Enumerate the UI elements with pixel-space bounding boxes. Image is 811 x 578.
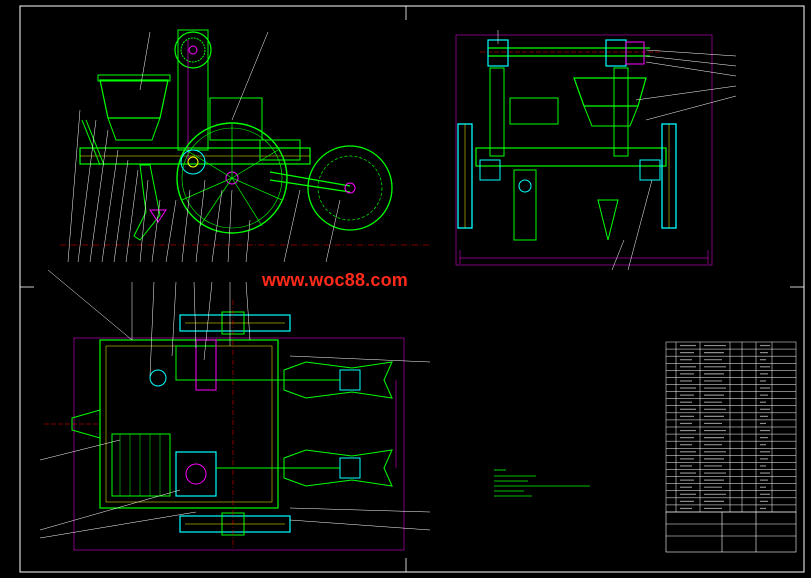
sheet-border [19,5,805,573]
top-view [44,300,405,551]
end-view [455,34,713,266]
technical-notes [494,469,590,497]
side-view-callouts [67,31,341,263]
center-marks [20,6,804,572]
end-view-callouts [497,30,737,271]
watermark-text: www.woc88.com [262,270,408,290]
title-block [665,511,797,553]
side-view [60,29,430,246]
parts-list-table [665,341,797,513]
top-view-callouts [39,269,431,539]
